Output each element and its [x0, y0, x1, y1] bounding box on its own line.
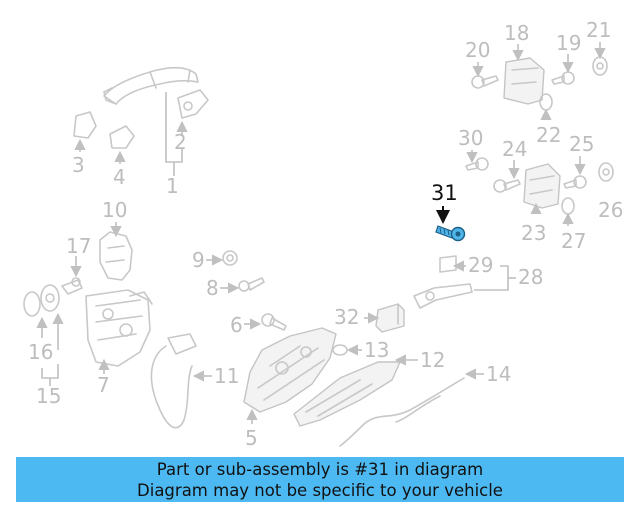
label-24: 24	[502, 137, 527, 161]
door-check-part-28	[413, 255, 473, 309]
bushing-part-22	[539, 93, 553, 111]
label-19: 19	[556, 31, 581, 55]
screw-part-8	[238, 277, 265, 292]
door-carrier-part-5	[243, 327, 337, 413]
clip-part-17	[61, 277, 83, 295]
latch-cable-part-11	[150, 333, 197, 429]
info-banner: Part or sub-assembly is #31 in diagram D…	[16, 457, 624, 502]
bolt-part-24	[493, 179, 521, 193]
label-3: 3	[72, 153, 85, 177]
release-cable-part-14	[339, 377, 465, 447]
bolt-part-19	[551, 71, 575, 85]
handle-insert-part-4	[109, 125, 135, 149]
label-6: 6	[230, 313, 243, 337]
label-7: 7	[97, 373, 110, 397]
bolt-part-20	[471, 75, 499, 89]
label-31: 31	[431, 181, 458, 205]
bolt-part-6	[261, 313, 287, 331]
label-11: 11	[214, 364, 239, 388]
banner-line-2: Diagram may not be specific to your vehi…	[137, 480, 503, 500]
label-20: 20	[465, 38, 490, 62]
label-18: 18	[504, 21, 529, 45]
label-15: 15	[36, 384, 61, 408]
label-2: 2	[174, 130, 187, 154]
label-1: 1	[166, 174, 179, 198]
label-13: 13	[364, 338, 389, 362]
bolt-part-25	[563, 175, 587, 189]
seal-parts-15-16	[23, 284, 60, 317]
label-17: 17	[66, 234, 91, 258]
cap-part-21	[592, 56, 608, 76]
banner-line-1: Part or sub-assembly is #31 in diagram	[156, 459, 484, 479]
label-12: 12	[420, 348, 445, 372]
outside-handle	[103, 66, 199, 105]
label-28: 28	[518, 265, 543, 289]
label-10: 10	[102, 198, 127, 222]
door-latch-part-7	[85, 289, 153, 367]
label-5: 5	[245, 426, 258, 450]
washer-part-13	[332, 344, 348, 356]
label-16: 16	[28, 340, 53, 364]
label-23: 23	[521, 221, 546, 245]
handle-cap-part-3	[73, 111, 97, 139]
callout-labels: 1 2 3 4 5 6 7 8 9 10 11 12 13 14 15 16 1…	[28, 18, 623, 450]
label-32: 32	[334, 305, 359, 329]
label-25: 25	[569, 132, 594, 156]
handle-cover-part-2	[177, 89, 209, 119]
label-22: 22	[536, 123, 561, 147]
window-regulator-part-12	[293, 361, 401, 427]
label-4: 4	[113, 165, 126, 189]
cap-part-26	[598, 162, 614, 182]
grommet-part-9	[222, 250, 238, 266]
label-27: 27	[561, 229, 586, 253]
label-30: 30	[458, 126, 483, 150]
upper-hinge-part-18	[503, 57, 545, 105]
label-29: 29	[468, 253, 493, 277]
label-8: 8	[206, 276, 219, 300]
label-14: 14	[486, 362, 511, 386]
lower-hinge-part-23	[523, 163, 561, 209]
label-9: 9	[192, 248, 205, 272]
highlighted-bolt-part-31[interactable]	[435, 206, 466, 242]
bolt-part-30	[465, 157, 489, 171]
label-21: 21	[586, 18, 611, 42]
label-26: 26	[598, 198, 623, 222]
bracket-part-32	[375, 303, 405, 333]
bushing-part-27	[561, 197, 575, 215]
lock-actuator-part-10	[99, 231, 133, 281]
